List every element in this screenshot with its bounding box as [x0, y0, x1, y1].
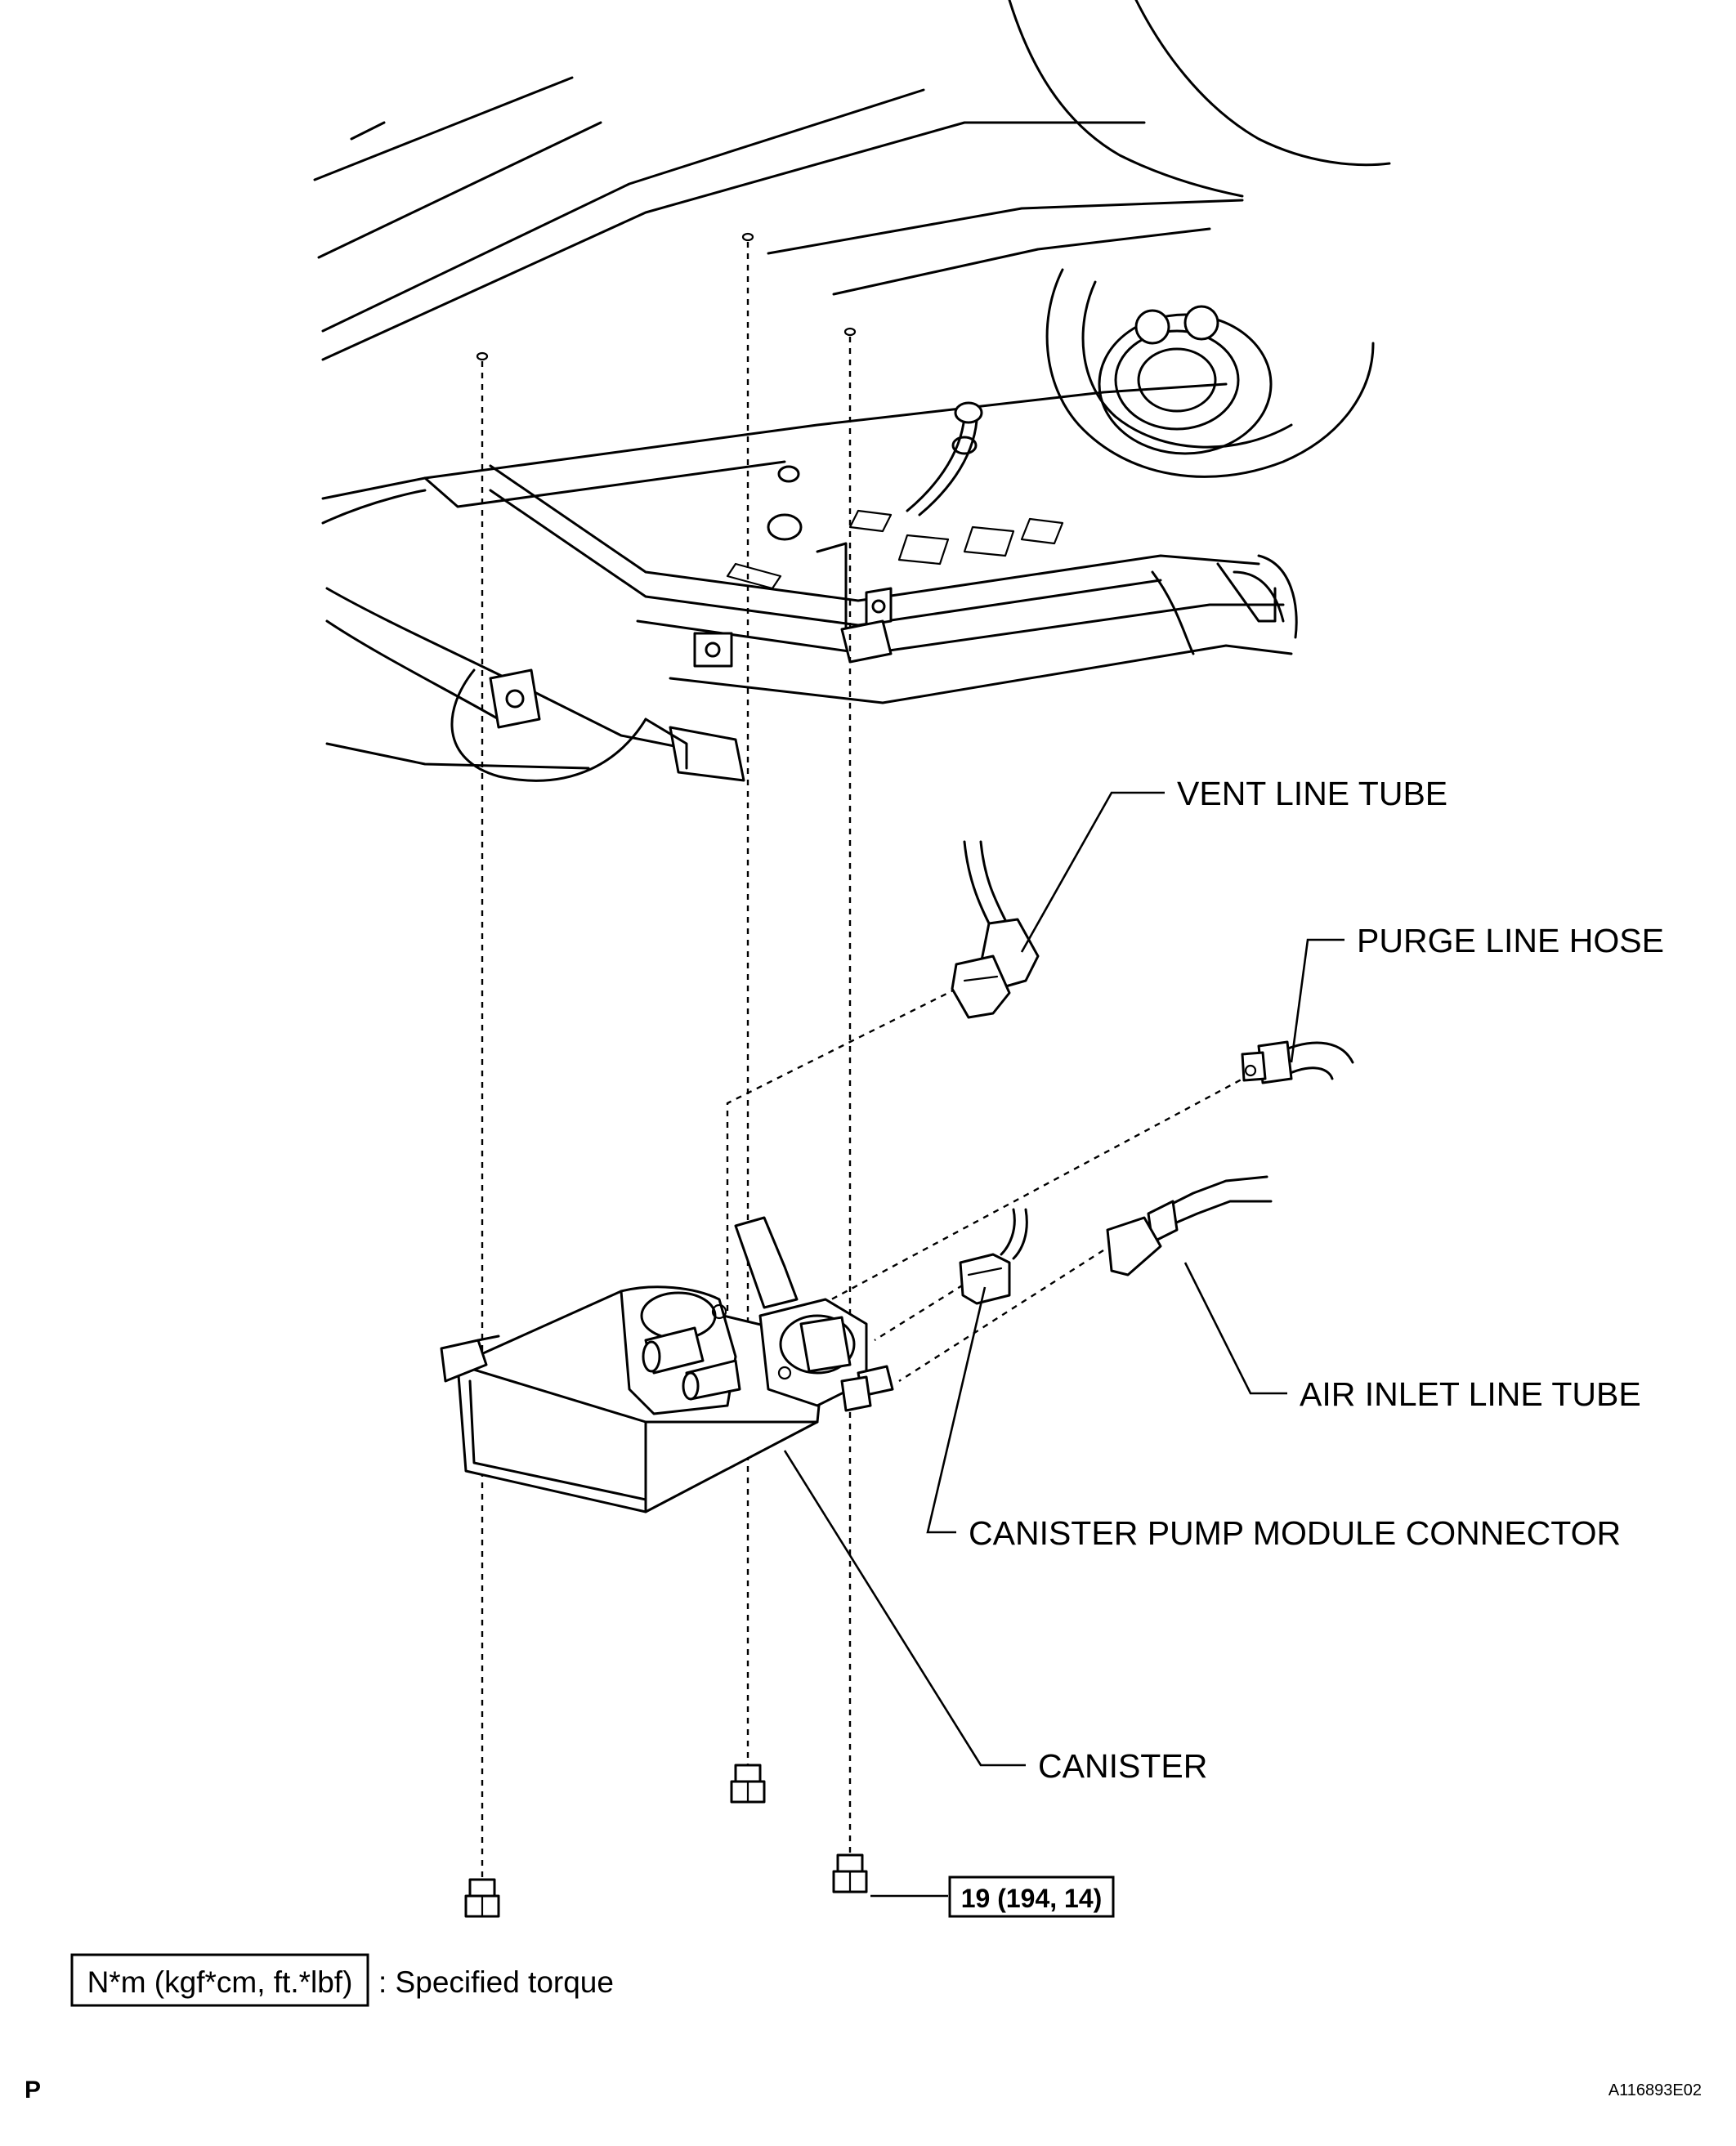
canister-part [440, 1216, 894, 1513]
torque-callout: 19 (194, 14) [948, 1876, 1115, 1918]
leader-lines [783, 791, 1345, 1898]
label-canister-pump-module-connector: CANISTER PUMP MODULE CONNECTOR [969, 1514, 1621, 1552]
purge-line-hose-part [1241, 1040, 1354, 1084]
torque-value: 19 (194, 14) [961, 1884, 1103, 1913]
torque-legend: N*m (kgf*cm, ft.*lbf) : Specified torque [70, 1953, 614, 2007]
pump-module-connector-part [959, 1208, 1028, 1305]
vent-line-tube-part [951, 840, 1040, 1019]
label-canister: CANISTER [1038, 1747, 1207, 1785]
vehicle-underbody [313, 0, 1391, 782]
figure-id: A116893E02 [1608, 2081, 1702, 2099]
legend-unit-box-text: N*m (kgf*cm, ft.*lbf) [87, 1965, 353, 1999]
page-marker: P [25, 2077, 41, 2104]
legend-description: : Specified torque [378, 1965, 614, 1999]
label-vent-line-tube: VENT LINE TUBE [1177, 775, 1447, 812]
label-air-inlet-line-tube: AIR INLET LINE TUBE [1300, 1375, 1641, 1413]
bolt-right [832, 1853, 868, 1893]
bolt-center [730, 1764, 766, 1804]
label-purge-line-hose: PURGE LINE HOSE [1357, 922, 1664, 959]
air-inlet-line-tube-part [1106, 1175, 1273, 1276]
alignment-dashed-lines [476, 232, 1251, 1880]
bolt-left [464, 1878, 500, 1918]
